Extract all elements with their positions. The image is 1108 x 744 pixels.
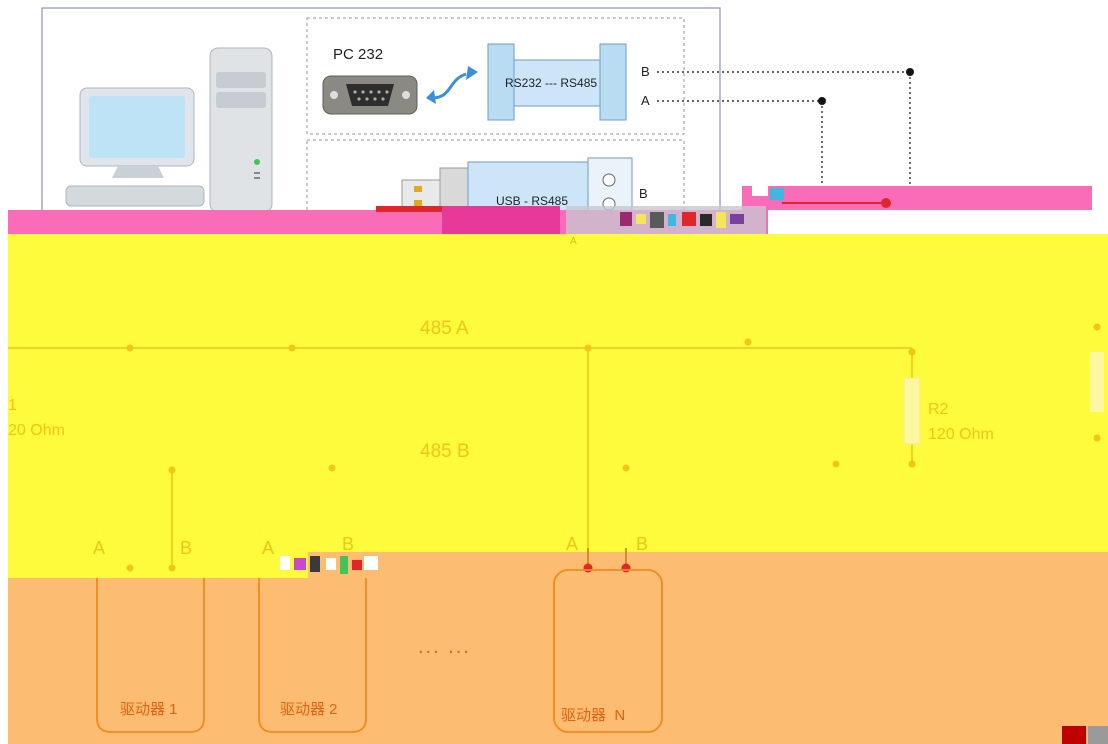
ellipsis-label: ... ...	[418, 636, 471, 658]
driver-2-label: 驱动器 2	[280, 701, 338, 718]
rs232-rs485-converter	[487, 43, 627, 121]
driver-n-pin-b: B	[636, 534, 649, 554]
driver-n-label: 驱动器 N	[561, 707, 626, 724]
arrow-head-icon	[466, 66, 478, 80]
driver-1-pin-a: A	[93, 538, 106, 558]
glitch-line	[376, 206, 442, 212]
driver-band	[8, 578, 1108, 744]
corner-square	[1062, 726, 1086, 744]
glitch-band	[742, 186, 1092, 210]
line-b-label: B	[641, 64, 650, 79]
driver-2-box	[258, 578, 367, 733]
pc-tower-icon	[209, 47, 273, 213]
corner-square	[1088, 726, 1108, 744]
junction-dot	[881, 198, 891, 208]
bus-band	[8, 552, 308, 578]
glitch-noise	[620, 186, 784, 228]
bus-line-b-label: 485 B	[420, 441, 470, 462]
usb-line-b-label: B	[639, 186, 648, 201]
bus-line-a-label: 485 A	[420, 318, 469, 339]
monitor-icon	[65, 87, 205, 207]
rs232-converter-label: RS232 --- RS485	[505, 76, 598, 90]
junction-dot	[818, 97, 826, 105]
driver-1-box	[96, 578, 205, 733]
driver-band	[308, 552, 1108, 578]
arrow-head-icon	[426, 90, 436, 104]
driverN-pin-a	[583, 563, 593, 573]
driverN-pin-b	[621, 563, 631, 573]
r2-value: 120 Ohm	[928, 426, 994, 443]
glitch-block	[442, 206, 560, 234]
driver-2-pin-b: B	[342, 534, 355, 554]
glitch-noise	[280, 556, 378, 574]
driver-1-pin-b: B	[180, 538, 193, 558]
db9-connector-icon	[322, 75, 418, 115]
r2-name: R2	[928, 401, 949, 418]
bus-band	[8, 234, 1108, 578]
driver-n-pin-a: A	[566, 534, 579, 554]
usb-converter-label: USB - RS485	[496, 194, 569, 208]
usb-line-a-label: A	[570, 236, 577, 247]
rs232-section-frame	[306, 17, 685, 135]
junction-dot	[906, 68, 914, 76]
r1-name: 1	[8, 397, 17, 414]
driver-2-pin-a: A	[262, 538, 275, 558]
resistor-r2	[903, 377, 921, 445]
pc232-label: PC 232	[333, 46, 384, 63]
line-a-label: A	[641, 93, 650, 108]
r1-value: 20 Ohm	[8, 422, 65, 439]
resistor-right-edge	[1090, 352, 1104, 412]
driver-1-label: 驱动器 1	[120, 701, 178, 718]
bidirectional-arrow-icon	[431, 72, 467, 100]
driver-n-box	[553, 569, 663, 733]
